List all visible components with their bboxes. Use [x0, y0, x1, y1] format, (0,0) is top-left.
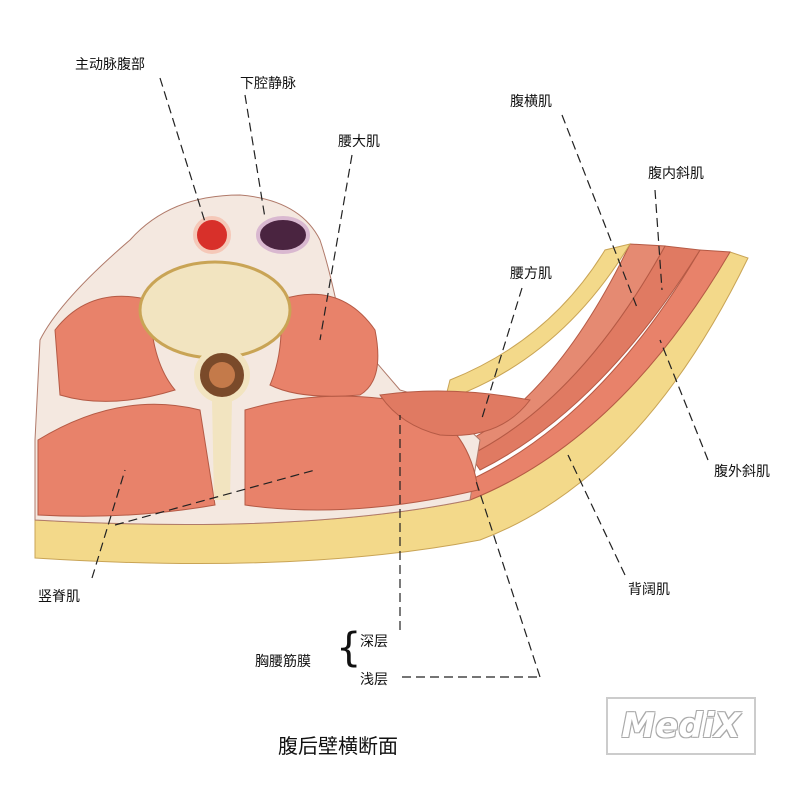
label-latissimus-dorsi: 背阔肌 — [628, 582, 670, 598]
brace-symbol: { — [336, 625, 362, 671]
label-internal-oblique: 腹内斜肌 — [648, 166, 704, 182]
label-transversus-abdominis: 腹横肌 — [510, 94, 552, 110]
spinal-cord — [209, 362, 235, 388]
label-superficial-layer: 浅层 — [360, 672, 388, 688]
label-erector-spinae: 竖脊肌 — [38, 589, 80, 605]
label-psoas-major: 腰大肌 — [338, 134, 380, 150]
spinous-process — [212, 400, 232, 500]
watermark-logo: MediX — [606, 697, 756, 755]
vertebral-body — [138, 260, 292, 360]
abdominal-wall-inner-fat — [444, 243, 632, 401]
label-external-oblique: 腹外斜肌 — [714, 464, 770, 480]
external-oblique-muscle — [469, 249, 731, 501]
psoas-major-right — [269, 293, 379, 397]
leader-lines — [91, 77, 709, 678]
figure-title: 腹后壁横断面 — [278, 734, 398, 758]
erector-spinae-muscle — [37, 403, 216, 517]
label-aorta: 主动脉腹部 — [75, 57, 145, 73]
ivc-vessel — [256, 216, 310, 254]
label-ivc: 下腔静脉 — [240, 76, 296, 92]
label-quadratus-lumborum: 腰方肌 — [510, 266, 552, 282]
aorta-vessel — [193, 216, 231, 254]
quadratus-lumborum-muscle — [379, 390, 531, 437]
label-thoracolumbar-fascia: 胸腰筋膜 — [255, 654, 311, 670]
label-deep-layer: 深层 — [360, 634, 388, 650]
